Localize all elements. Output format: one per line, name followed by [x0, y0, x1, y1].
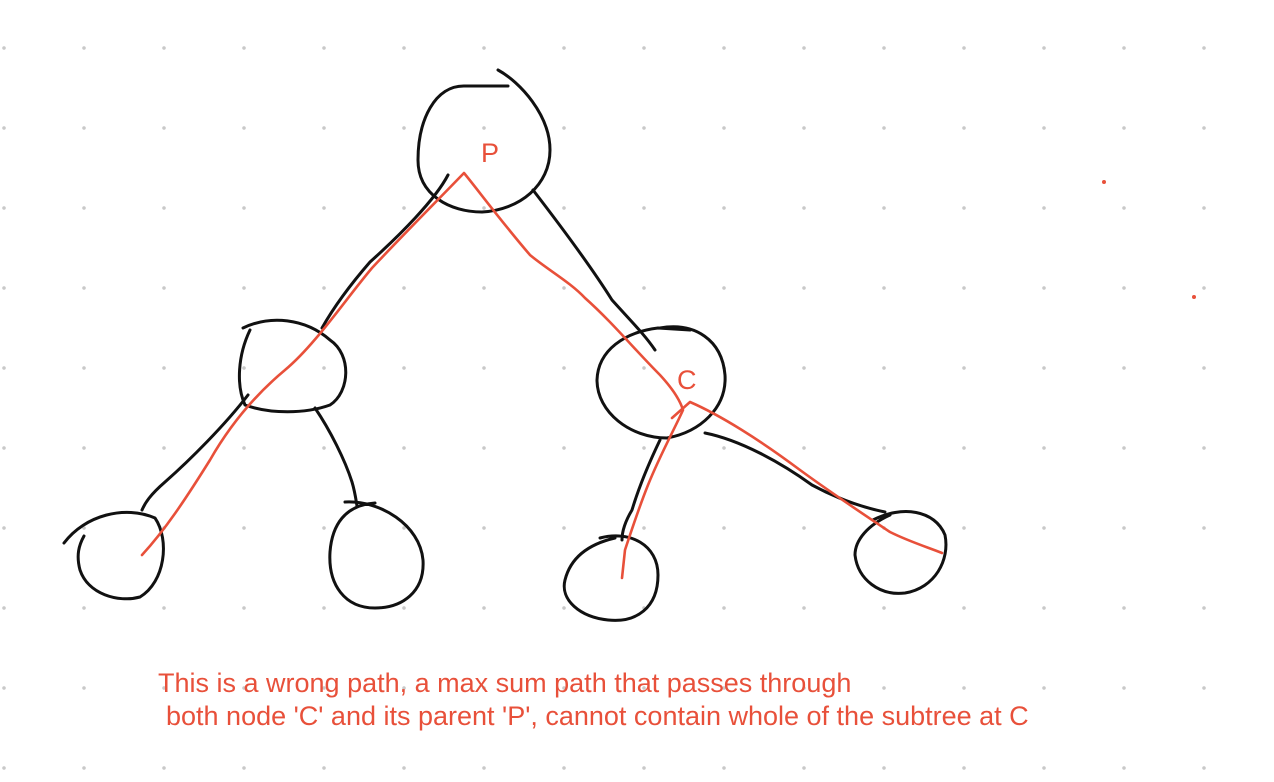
tree-node-leaf-3	[562, 534, 660, 622]
stray-red-dot	[1102, 180, 1106, 184]
node-label-p: P	[481, 138, 499, 168]
node-label-c: C	[677, 365, 697, 395]
edge-left-child-to-leaf-2	[313, 406, 359, 508]
edge-p-to-c	[531, 188, 657, 352]
highlighted-path-branch-to-right-leaf	[670, 400, 944, 555]
edge-p-to-left-child	[320, 173, 450, 330]
tree-node-leaf-2	[328, 500, 425, 610]
tree-node-leaf-4	[853, 510, 948, 595]
edge-c-to-leaf-4	[703, 431, 887, 514]
tree-node-c	[595, 325, 727, 440]
stray-red-dot	[1192, 295, 1196, 299]
edge-c-to-leaf-3	[620, 438, 662, 542]
highlighted-wrong-path	[140, 171, 685, 580]
edge-left-child-to-leaf-1	[140, 393, 250, 512]
tree-node-left-child	[237, 318, 348, 414]
annotation-line-2: both node 'C' and its parent 'P', cannot…	[166, 701, 1029, 731]
tree-node-leaf-1	[62, 510, 165, 601]
tree-node-root-p	[416, 68, 552, 214]
annotation-line-1: This is a wrong path, a max sum path tha…	[158, 668, 852, 698]
